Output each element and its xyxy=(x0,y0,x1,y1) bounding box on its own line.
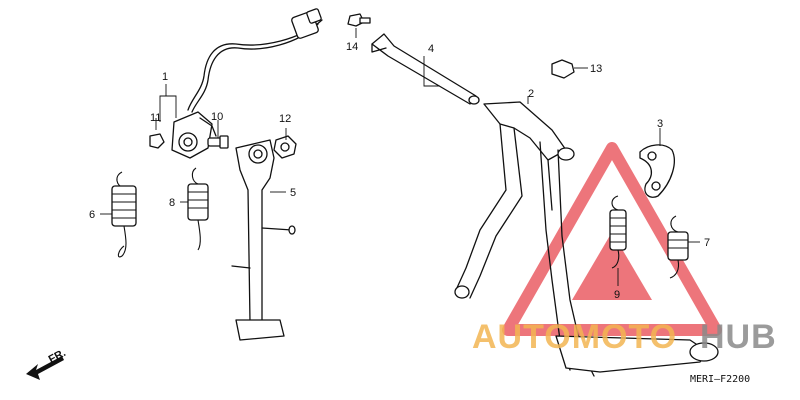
callout-5: 5 xyxy=(290,187,296,199)
spring-6 xyxy=(111,171,137,258)
grommet-13 xyxy=(551,59,575,79)
side-stand-switch xyxy=(171,8,323,159)
callout-10: 10 xyxy=(211,111,223,123)
callout-13: 13 xyxy=(590,63,602,75)
watermark-part1: AUTOMOTO xyxy=(472,318,677,356)
bolt-10 xyxy=(207,135,229,149)
callout-7: 7 xyxy=(704,237,710,249)
spring-8 xyxy=(187,167,209,251)
side-stand xyxy=(231,139,296,341)
callout-4: 4 xyxy=(428,43,434,55)
watermark-triangle xyxy=(502,142,722,336)
callout-1: 1 xyxy=(162,71,168,83)
spring-9 xyxy=(609,195,627,269)
bolt-14 xyxy=(347,13,371,27)
watermark-text: AUTOMOTO HUB xyxy=(472,318,777,356)
pivot-shaft xyxy=(371,33,480,105)
callout-14: 14 xyxy=(346,41,358,53)
spring-7 xyxy=(667,215,689,279)
diagram-code: MERI–F2200 xyxy=(690,374,750,385)
bracket-3 xyxy=(639,144,675,198)
callout-12: 12 xyxy=(279,113,291,125)
callout-9: 9 xyxy=(614,289,620,301)
callout-2: 2 xyxy=(528,88,534,100)
callout-11: 11 xyxy=(150,112,161,124)
main-stand xyxy=(454,101,719,377)
callout-8: 8 xyxy=(169,197,175,209)
callout-3: 3 xyxy=(657,118,663,130)
nut-12 xyxy=(273,135,297,159)
front-direction-label: FR. xyxy=(47,347,68,366)
leader-lines xyxy=(100,28,700,286)
front-direction-arrow-icon xyxy=(26,356,64,380)
watermark-part2: HUB xyxy=(700,318,777,356)
callout-6: 6 xyxy=(89,209,95,221)
nut-11 xyxy=(149,133,165,149)
